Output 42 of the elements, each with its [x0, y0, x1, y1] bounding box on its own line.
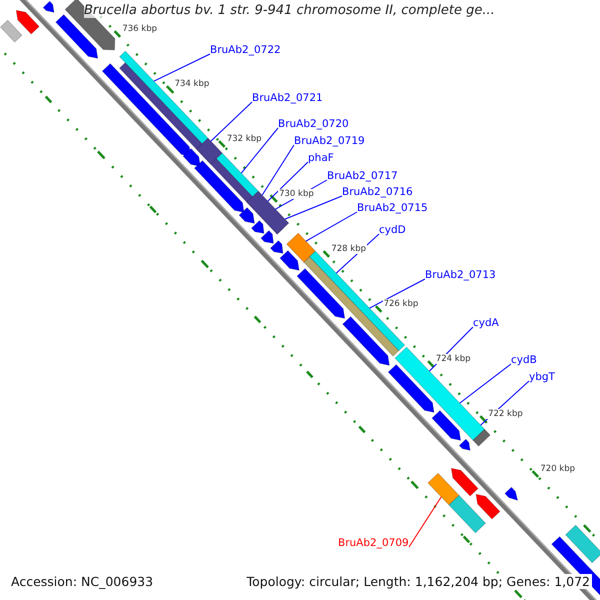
- gene-label: BruAb2_0719: [294, 135, 365, 147]
- gene-label: BruAb2_0715: [357, 202, 428, 214]
- gene-segment: [286, 232, 316, 263]
- map-title: Brucella abortus bv. 1 str. 9-941 chromosome II, complete ge...: [84, 3, 495, 18]
- gene-label: BruAb2_0716: [342, 186, 413, 198]
- gene-label: cydB: [511, 354, 537, 366]
- gene-segment: [196, 138, 223, 165]
- leader-line: [153, 54, 210, 82]
- gene-segment: [216, 152, 259, 198]
- position-label: 722 kbp: [487, 409, 524, 419]
- leader-line: [369, 278, 426, 309]
- gene-segment: [428, 472, 460, 506]
- accession-text: Accession: NC_006933: [9, 574, 156, 589]
- gene-segment: [394, 346, 485, 441]
- gene-label: cydD: [379, 224, 406, 236]
- leader-line: [284, 196, 342, 220]
- position-label: 734 kbp: [174, 79, 210, 89]
- position-label: 730 kbp: [278, 189, 315, 199]
- summary-text: Topology: circular; Length: 1,162,204 bp; Genes: 1,072: [244, 574, 592, 589]
- leader-line: [459, 364, 512, 404]
- leader-line: [240, 128, 278, 174]
- leader-line: [210, 102, 252, 142]
- position-label: 724 kbp: [434, 354, 472, 364]
- gene-label: phaF: [308, 152, 334, 164]
- leader-line: [267, 162, 308, 202]
- gene-label: BruAb2_0717: [327, 170, 398, 182]
- position-label: 720 kbp: [539, 464, 576, 474]
- gene-label: ybgT: [529, 371, 555, 383]
- gene-label: BruAb2_0713: [425, 269, 496, 281]
- position-label: 728 kbp: [330, 244, 367, 254]
- position-label: 736 kbp: [121, 24, 158, 34]
- gene-label: BruAb2_0709: [338, 537, 409, 549]
- position-label: 726 kbp: [382, 299, 420, 309]
- gene-segment: [119, 50, 208, 144]
- gene-label: cydA: [473, 317, 499, 329]
- position-label: 732 kbp: [226, 134, 262, 144]
- leader-line: [305, 212, 358, 242]
- gene-label: BruAb2_0720: [278, 118, 349, 130]
- gene-label: BruAb2_0721: [252, 92, 323, 104]
- leader-line: [408, 496, 442, 548]
- gene-label: BruAb2_0722: [210, 44, 281, 56]
- leader-line: [262, 144, 294, 196]
